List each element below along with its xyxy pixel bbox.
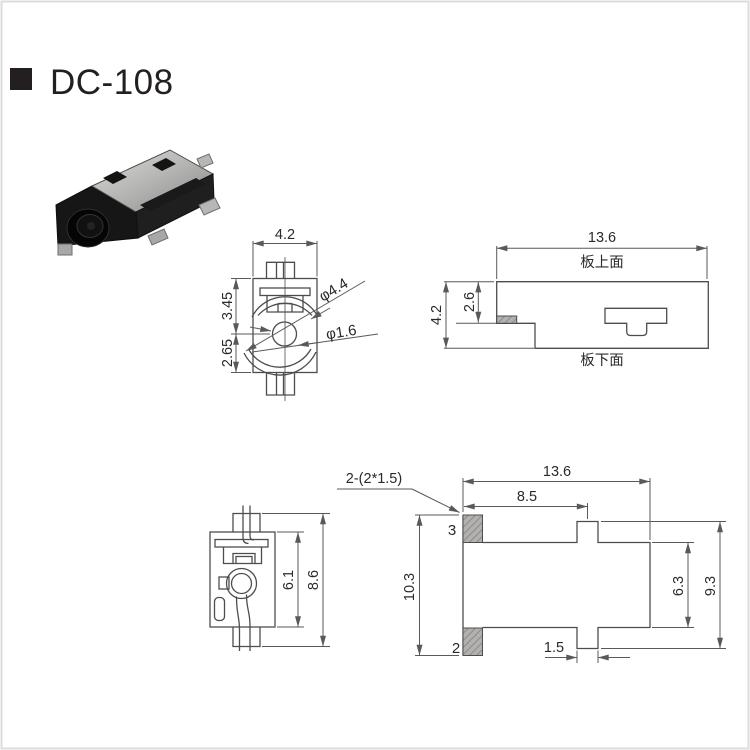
front-flange bbox=[259, 287, 311, 297]
dim-front-upper: 3.45 bbox=[220, 292, 236, 320]
front-body-outline bbox=[252, 277, 318, 374]
bottom-view: 13.6 8.5 10.3 6.3 9.3 1.5 2-(2*1.5) 3 2 bbox=[337, 464, 726, 663]
end-top-pin bbox=[242, 505, 255, 545]
pin-label-2: 2 bbox=[452, 640, 460, 657]
front-pin-hole bbox=[271, 321, 298, 347]
bottom-pad-2 bbox=[462, 627, 483, 656]
end-bottom-shield bbox=[232, 627, 261, 648]
end-barrel-inner-circle bbox=[230, 572, 253, 595]
product-photo bbox=[55, 149, 221, 256]
dim-bottom-body: 6.3 bbox=[671, 576, 687, 596]
front-contact-box bbox=[266, 295, 304, 313]
end-slot bbox=[213, 596, 226, 622]
dim-front-width: 4.2 bbox=[275, 227, 295, 243]
dim-front-barrel-dia: φ4.4 bbox=[316, 275, 351, 305]
dim-front-pin-dia: φ1.6 bbox=[325, 322, 358, 344]
bottom-pad-3 bbox=[462, 514, 483, 543]
label-board-bottom: 板下面 bbox=[580, 351, 624, 369]
front-bottom-tab bbox=[265, 372, 296, 396]
header: DC-108 bbox=[10, 63, 174, 102]
end-view: 6.1 8.6 bbox=[209, 505, 330, 651]
front-view: 4.2 3.45 2.65 φ4.4 φ1.6 bbox=[220, 227, 379, 401]
dim-side-above-board: 2.6 bbox=[462, 292, 478, 312]
side-solder-pad bbox=[496, 315, 518, 324]
side-body-outline bbox=[496, 281, 709, 349]
pad-note: 2-(2*1.5) bbox=[346, 471, 402, 487]
end-body-outline bbox=[209, 531, 276, 628]
dim-bottom-pad-to-peg: 8.5 bbox=[517, 489, 537, 505]
dim-bottom-pad-span: 10.3 bbox=[402, 573, 418, 601]
front-upper-barrel-arc bbox=[251, 296, 319, 318]
side-latch-window bbox=[604, 307, 668, 337]
end-flange bbox=[214, 538, 269, 548]
dim-front-lower: 2.65 bbox=[220, 339, 236, 367]
dim-bottom-peg-width: 1.5 bbox=[544, 640, 564, 656]
page-title: DC-108 bbox=[50, 63, 174, 102]
bottom-body-outline bbox=[482, 520, 651, 650]
dim-bottom-length: 13.6 bbox=[543, 464, 571, 480]
end-side-tab bbox=[218, 576, 230, 590]
front-top-tab bbox=[265, 261, 296, 279]
dim-bottom-peg-span: 9.3 bbox=[703, 576, 719, 596]
dim-side-height: 4.2 bbox=[429, 305, 445, 325]
dim-end-total: 8.6 bbox=[306, 570, 322, 590]
label-board-top: 板上面 bbox=[580, 253, 624, 271]
end-barrel-circle bbox=[225, 567, 258, 600]
side-view: 13.6 板上面 板下面 4.2 2.6 bbox=[429, 230, 709, 369]
end-top-shield bbox=[232, 512, 261, 532]
dim-side-length: 13.6 bbox=[588, 230, 616, 246]
title-bullet-icon bbox=[10, 68, 32, 90]
end-contact-box bbox=[222, 547, 263, 565]
front-lower-barrel-arc bbox=[243, 348, 317, 376]
pin-label-3: 3 bbox=[448, 522, 456, 539]
end-pin-stem bbox=[235, 594, 251, 651]
dim-end-body: 6.1 bbox=[281, 570, 297, 590]
